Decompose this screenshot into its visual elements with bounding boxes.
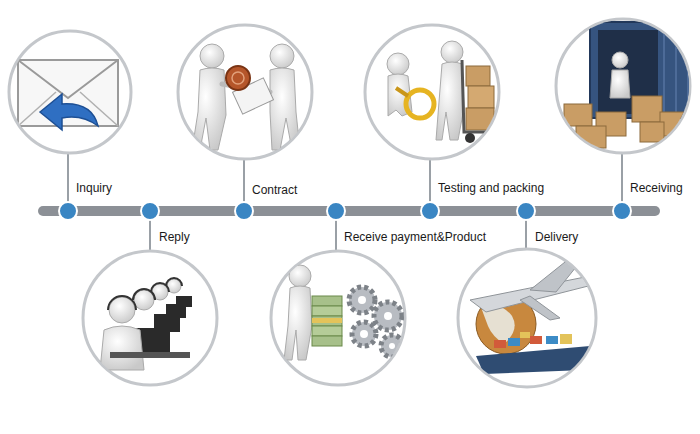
timeline-dots bbox=[59, 202, 631, 220]
delivery-transport bbox=[470, 258, 604, 374]
contract-figures bbox=[192, 44, 300, 150]
payment-gears bbox=[284, 265, 403, 360]
envelope-icon bbox=[18, 60, 118, 130]
timeline-bar bbox=[38, 206, 660, 216]
testing-figures bbox=[387, 41, 498, 143]
stage-label: Receive payment&Product bbox=[343, 230, 487, 244]
stage-label: Receiving bbox=[629, 181, 684, 195]
tick-lines bbox=[68, 152, 622, 252]
stage-label: Delivery bbox=[534, 230, 579, 244]
picture-frames bbox=[9, 19, 690, 387]
stage-label: Reply bbox=[158, 230, 191, 244]
stage-label: Inquiry bbox=[75, 181, 113, 195]
stage-label: Testing and packing bbox=[437, 181, 545, 195]
container-scene bbox=[564, 22, 700, 148]
call-centre bbox=[100, 278, 192, 370]
stage-label: Contract bbox=[251, 183, 298, 197]
